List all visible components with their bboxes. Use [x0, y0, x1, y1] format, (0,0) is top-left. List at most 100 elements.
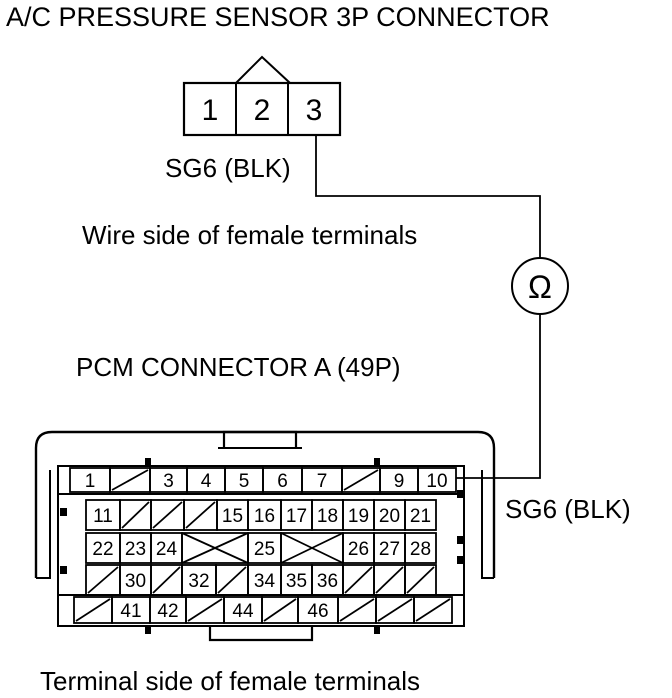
- blocked-terminal: [181, 532, 249, 564]
- empty-terminal: [109, 467, 151, 493]
- terminal-30: 30: [119, 564, 152, 596]
- terminal-number: 26: [348, 539, 369, 560]
- sensor-pin-3: 3: [306, 94, 323, 127]
- pcm-connector-title: PCM CONNECTOR A (49P): [76, 352, 401, 382]
- terminal-number: 20: [379, 506, 400, 527]
- cross-line: [280, 532, 344, 564]
- terminal-16: 16: [247, 499, 282, 531]
- terminal-10: 10: [417, 467, 457, 493]
- terminal-outline: [417, 467, 457, 493]
- empty-terminal: [342, 564, 375, 596]
- test-lead: [315, 135, 541, 479]
- terminal-number: 1: [85, 471, 96, 492]
- terminal-5: 5: [224, 467, 264, 493]
- terminal-4: 4: [186, 467, 226, 493]
- terminal-number: 17: [286, 506, 307, 527]
- terminal-number: 3: [163, 471, 174, 492]
- empty-terminal: [183, 499, 218, 531]
- empty-terminal: [185, 596, 225, 624]
- terminal-21: 21: [404, 499, 437, 531]
- terminal-number: 36: [317, 571, 338, 592]
- empty-terminal: [404, 564, 437, 596]
- empty-slash: [185, 501, 216, 529]
- empty-slash: [187, 598, 223, 622]
- empty-slash: [121, 501, 150, 529]
- empty-terminal: [413, 596, 453, 624]
- pcm-view-caption: Terminal side of female terminals: [40, 666, 420, 696]
- terminal-number: 7: [317, 471, 328, 492]
- terminal-outline: [404, 532, 437, 564]
- terminal-41: 41: [111, 596, 151, 624]
- terminal-18: 18: [311, 499, 344, 531]
- sensor-view-caption: Wire side of female terminals: [82, 220, 417, 250]
- terminal-number: 21: [410, 506, 431, 527]
- terminal-number: 42: [157, 601, 178, 622]
- terminal-number: 22: [92, 539, 113, 560]
- empty-terminal: [85, 564, 121, 596]
- empty-terminal: [337, 596, 377, 624]
- terminal-outline: [404, 564, 437, 596]
- terminal-number: 10: [426, 471, 447, 492]
- empty-terminal: [375, 596, 415, 624]
- terminal-outline: [413, 596, 453, 624]
- terminal-20: 20: [373, 499, 406, 531]
- terminal-number: 32: [188, 571, 209, 592]
- pcm-connector-housing: [34, 430, 496, 642]
- empty-slash: [375, 566, 404, 594]
- ohmmeter-icon: Ω: [511, 257, 569, 315]
- terminal-9: 9: [379, 467, 419, 493]
- terminal-outline: [404, 499, 437, 531]
- terminal-number: 18: [317, 506, 338, 527]
- terminal-32: 32: [181, 564, 217, 596]
- sensor-pin-2: 2: [254, 94, 271, 127]
- empty-terminal: [215, 564, 249, 596]
- terminal-number: 28: [410, 539, 431, 560]
- empty-terminal: [261, 596, 299, 624]
- terminal-number: 25: [254, 539, 275, 560]
- terminal-number: 34: [254, 571, 276, 592]
- terminal-number: 15: [222, 506, 243, 527]
- terminal-42: 42: [149, 596, 187, 624]
- ohm-symbol: Ω: [528, 269, 552, 305]
- terminal-number: 16: [254, 506, 275, 527]
- empty-slash: [415, 598, 451, 622]
- terminal-number: 11: [93, 506, 113, 527]
- pcm-wire-label: SG6 (BLK): [505, 494, 631, 524]
- terminal-46: 46: [297, 596, 339, 624]
- empty-terminal: [150, 564, 183, 596]
- terminal-6: 6: [262, 467, 303, 493]
- empty-slash: [87, 566, 119, 594]
- empty-slash: [343, 469, 379, 491]
- terminal-number: 9: [394, 471, 405, 492]
- terminal-25: 25: [247, 532, 282, 564]
- terminal-24: 24: [150, 532, 183, 564]
- empty-slash: [111, 469, 149, 491]
- terminal-26: 26: [342, 532, 375, 564]
- sensor-wire-label: SG6 (BLK): [165, 153, 291, 183]
- terminal-27: 27: [373, 532, 406, 564]
- terminal-number: 44: [232, 601, 254, 622]
- terminal-number: 5: [239, 471, 250, 492]
- empty-terminal: [341, 467, 381, 493]
- empty-slash: [344, 566, 373, 594]
- terminal-number: 35: [286, 571, 307, 592]
- terminal-number: 30: [125, 571, 146, 592]
- terminal-44: 44: [223, 596, 263, 624]
- blocked-terminal: [280, 532, 344, 564]
- empty-slash: [152, 501, 183, 529]
- empty-slash: [152, 566, 181, 594]
- empty-slash: [406, 566, 435, 594]
- sensor-connector: 1 2 3: [182, 55, 342, 137]
- terminal-number: 4: [201, 471, 212, 492]
- terminal-34: 34: [247, 564, 282, 596]
- terminal-3: 3: [149, 467, 188, 493]
- terminal-19: 19: [342, 499, 375, 531]
- empty-terminal: [73, 596, 113, 624]
- terminal-1: 1: [69, 467, 111, 493]
- terminal-number: 6: [277, 471, 288, 492]
- empty-slash: [263, 598, 297, 622]
- terminal-35: 35: [280, 564, 313, 596]
- terminal-number: 23: [125, 539, 146, 560]
